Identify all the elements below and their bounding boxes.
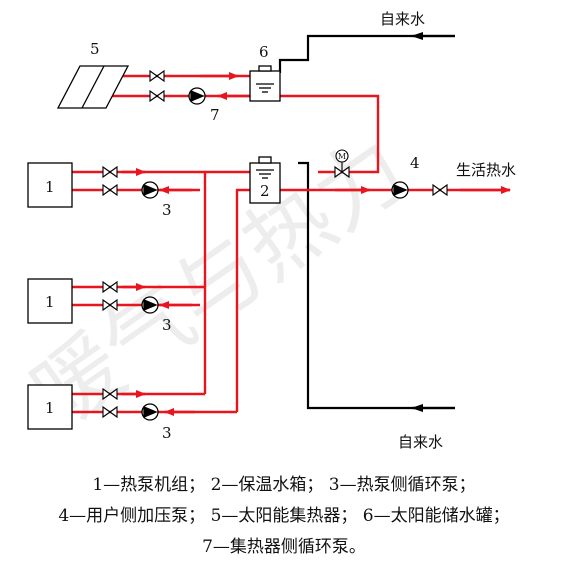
heat-pump-unit-1c: 1 (27, 384, 73, 430)
label-pump-7: 7 (210, 106, 220, 124)
pumps (141, 87, 409, 421)
tap-water-bottom-label: 自来水 (398, 433, 443, 451)
caption-line-1: 1—热泵机组； 2—保温水箱； 3—热泵侧循环泵； (92, 475, 476, 495)
valve (102, 165, 118, 179)
valve (102, 387, 118, 401)
valve (432, 183, 448, 197)
watermark-text: 暖气与热力 (15, 119, 425, 448)
label-pump-3a: 3 (162, 201, 172, 219)
label-tank-6: 6 (259, 43, 269, 61)
pump-7 (188, 87, 206, 105)
valve (102, 183, 118, 197)
legend-caption: 1—热泵机组； 2—保温水箱； 3—热泵侧循环泵； 4—用户侧加压泵； 5—太阳… (0, 470, 568, 563)
heat-pump-unit-1b: 1 (27, 278, 73, 324)
pump-4 (391, 181, 409, 199)
solar-storage-tank (249, 65, 281, 102)
valve (149, 89, 165, 103)
valve (149, 69, 165, 83)
cold-water-pipes (278, 34, 455, 410)
label-pump-4: 4 (410, 154, 420, 172)
label-unit: 1 (45, 178, 55, 196)
system-diagram: 暖气与热力 (15, 10, 516, 451)
valves (102, 69, 448, 419)
label-tank-2: 2 (260, 182, 270, 200)
valve (102, 280, 118, 294)
pump-3c (141, 403, 159, 421)
valve (102, 405, 118, 419)
tap-water-top-label: 自来水 (380, 10, 425, 28)
label-unit: 1 (45, 293, 55, 311)
label-collector: 5 (90, 40, 100, 58)
label-pump-3b: 3 (162, 316, 172, 334)
pump-3b (141, 296, 159, 314)
label-unit: 1 (45, 399, 55, 417)
motor-label: M (338, 152, 346, 161)
flow-arrows (122, 72, 511, 416)
insulated-water-tank (249, 156, 281, 204)
caption-line-3: 7—集热器侧循环泵。 (202, 537, 366, 557)
pump-3a (141, 181, 159, 199)
domestic-hot-water-label: 生活热水 (456, 161, 516, 179)
solar-collector (56, 65, 130, 109)
label-pump-3c: 3 (162, 424, 172, 442)
caption-line-2: 4—用户侧加压泵； 5—太阳能集热器； 6—太阳能储水罐； (58, 506, 510, 526)
valve (102, 298, 118, 312)
heat-pump-unit-1a: 1 (27, 162, 73, 208)
